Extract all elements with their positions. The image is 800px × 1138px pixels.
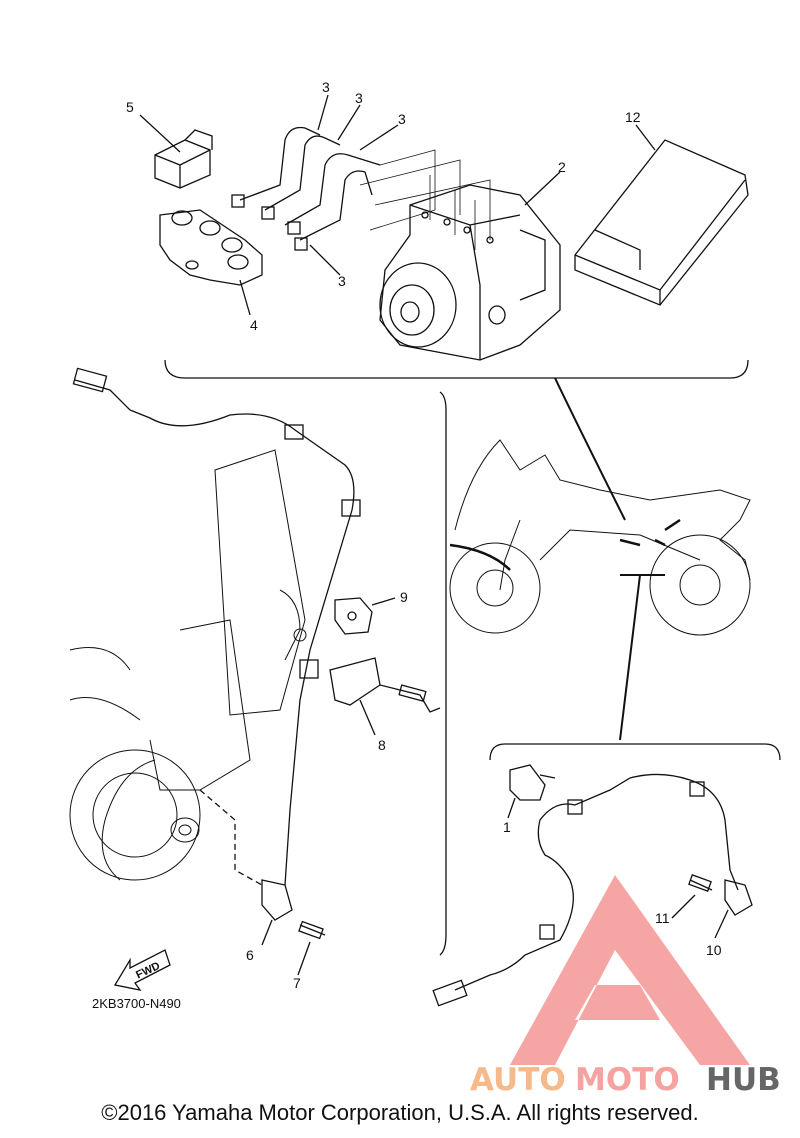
watermark-moto: MOTO (575, 1062, 680, 1098)
part-5-connector (139, 114, 213, 189)
diagram-code: 2KB3700-N490 (92, 996, 181, 1011)
callout-1: 1 (503, 819, 511, 835)
callout-5: 5 (126, 99, 134, 115)
callout-2: 2 (558, 159, 566, 175)
rear-group-bracket (489, 743, 781, 761)
callout-9: 9 (400, 589, 408, 605)
watermark-logo: AUTO MOTO HUB (470, 875, 781, 1098)
bracket-leader (554, 377, 626, 521)
callout-3b: 3 (355, 90, 363, 106)
watermark-auto: AUTO (470, 1062, 566, 1098)
upper-group-bracket (164, 359, 749, 379)
callout-10: 10 (706, 942, 722, 958)
copyright-notice: ©2016 Yamaha Motor Corporation, U.S.A. A… (101, 1100, 699, 1125)
callout-3c: 3 (398, 111, 406, 127)
part-8-bracket (329, 657, 441, 736)
watermark-hub: HUB (706, 1062, 781, 1098)
fwd-arrow-icon: FWD (113, 949, 171, 991)
callout-11: 11 (655, 910, 670, 926)
part-4-bracket (159, 209, 263, 316)
part-9-clamp (334, 597, 396, 635)
part-6-7-sensor (199, 789, 326, 976)
front-sensor-harness (72, 367, 361, 886)
part-3-brake-pipes (231, 94, 399, 276)
callout-numbers: 1 2 3 3 3 3 4 5 6 7 8 9 10 11 12 (126, 79, 722, 991)
motorcycle-locator (449, 439, 751, 741)
part-12-ecu (574, 124, 749, 306)
panel-divider (439, 391, 447, 956)
callout-3d: 3 (338, 273, 346, 289)
callout-6: 6 (246, 947, 254, 963)
callout-7: 7 (293, 975, 301, 991)
assembly-guides (359, 149, 491, 250)
front-fork-assembly (69, 449, 307, 881)
callout-3a: 3 (322, 79, 330, 95)
callout-12: 12 (625, 109, 641, 125)
rear-sensor-harness (432, 764, 753, 1007)
callout-8: 8 (378, 737, 386, 753)
part-2-abs-unit (379, 171, 561, 361)
callout-4: 4 (250, 317, 258, 333)
